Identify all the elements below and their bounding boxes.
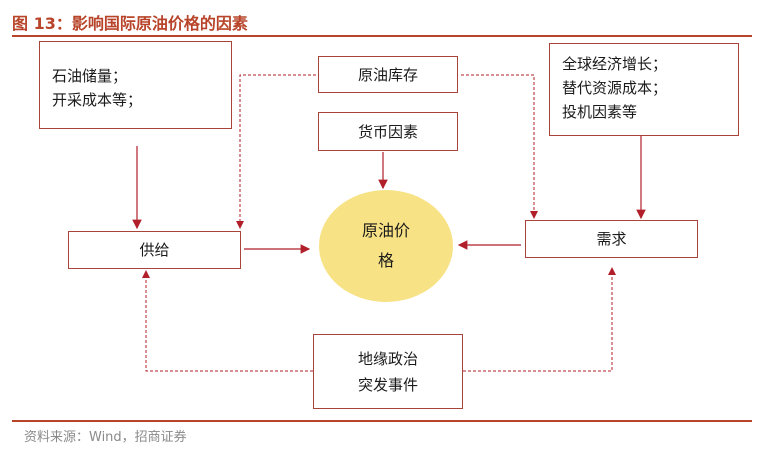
crude-inventory-box: 原油库存 bbox=[318, 56, 458, 93]
monetary-factors-label: 货币因素 bbox=[357, 122, 418, 141]
demand-factors-line-3: 投机因素等 bbox=[562, 103, 638, 121]
geopolitics-line-1: 地缘政治 bbox=[357, 349, 418, 368]
supply-box: 供给 bbox=[68, 231, 241, 269]
arrow-geopolitics-to-supply bbox=[142, 270, 313, 372]
oil-price-line-1: 原油价 bbox=[361, 221, 410, 240]
demand-factors-line-2: 替代资源成本； bbox=[562, 79, 668, 97]
top-rule bbox=[12, 35, 752, 37]
demand-factors-line-1: 全球经济增长； bbox=[562, 55, 668, 73]
geopolitics-line-2: 突发事件 bbox=[357, 375, 418, 394]
arrow-inventory-to-demand bbox=[461, 74, 538, 219]
figure-title: 图 13：影响国际原油价格的因素 bbox=[12, 14, 248, 33]
arrow-geopolitics-to-demand bbox=[463, 267, 616, 372]
arrow-inventory-to-supply bbox=[236, 74, 316, 229]
demand-box: 需求 bbox=[525, 220, 698, 258]
supply-factors-line-1: 石油储量； bbox=[52, 67, 128, 85]
bottom-rule bbox=[12, 420, 752, 422]
demand-factors-box: 全球经济增长； 替代资源成本； 投机因素等 bbox=[549, 43, 739, 136]
supply-label: 供给 bbox=[139, 241, 170, 259]
geopolitics-box: 地缘政治 突发事件 bbox=[313, 334, 463, 409]
oil-price-line-2: 格 bbox=[377, 251, 394, 270]
demand-label: 需求 bbox=[596, 230, 627, 248]
crude-inventory-label: 原油库存 bbox=[357, 65, 418, 84]
monetary-factors-box: 货币因素 bbox=[318, 112, 458, 151]
supply-factors-box: 石油储量； 开采成本等； bbox=[39, 41, 232, 129]
oil-price-node: 原油价 格 bbox=[319, 190, 453, 302]
supply-factors-line-2: 开采成本等； bbox=[52, 91, 143, 109]
source-note: 资料来源：Wind，招商证券 bbox=[24, 430, 187, 445]
